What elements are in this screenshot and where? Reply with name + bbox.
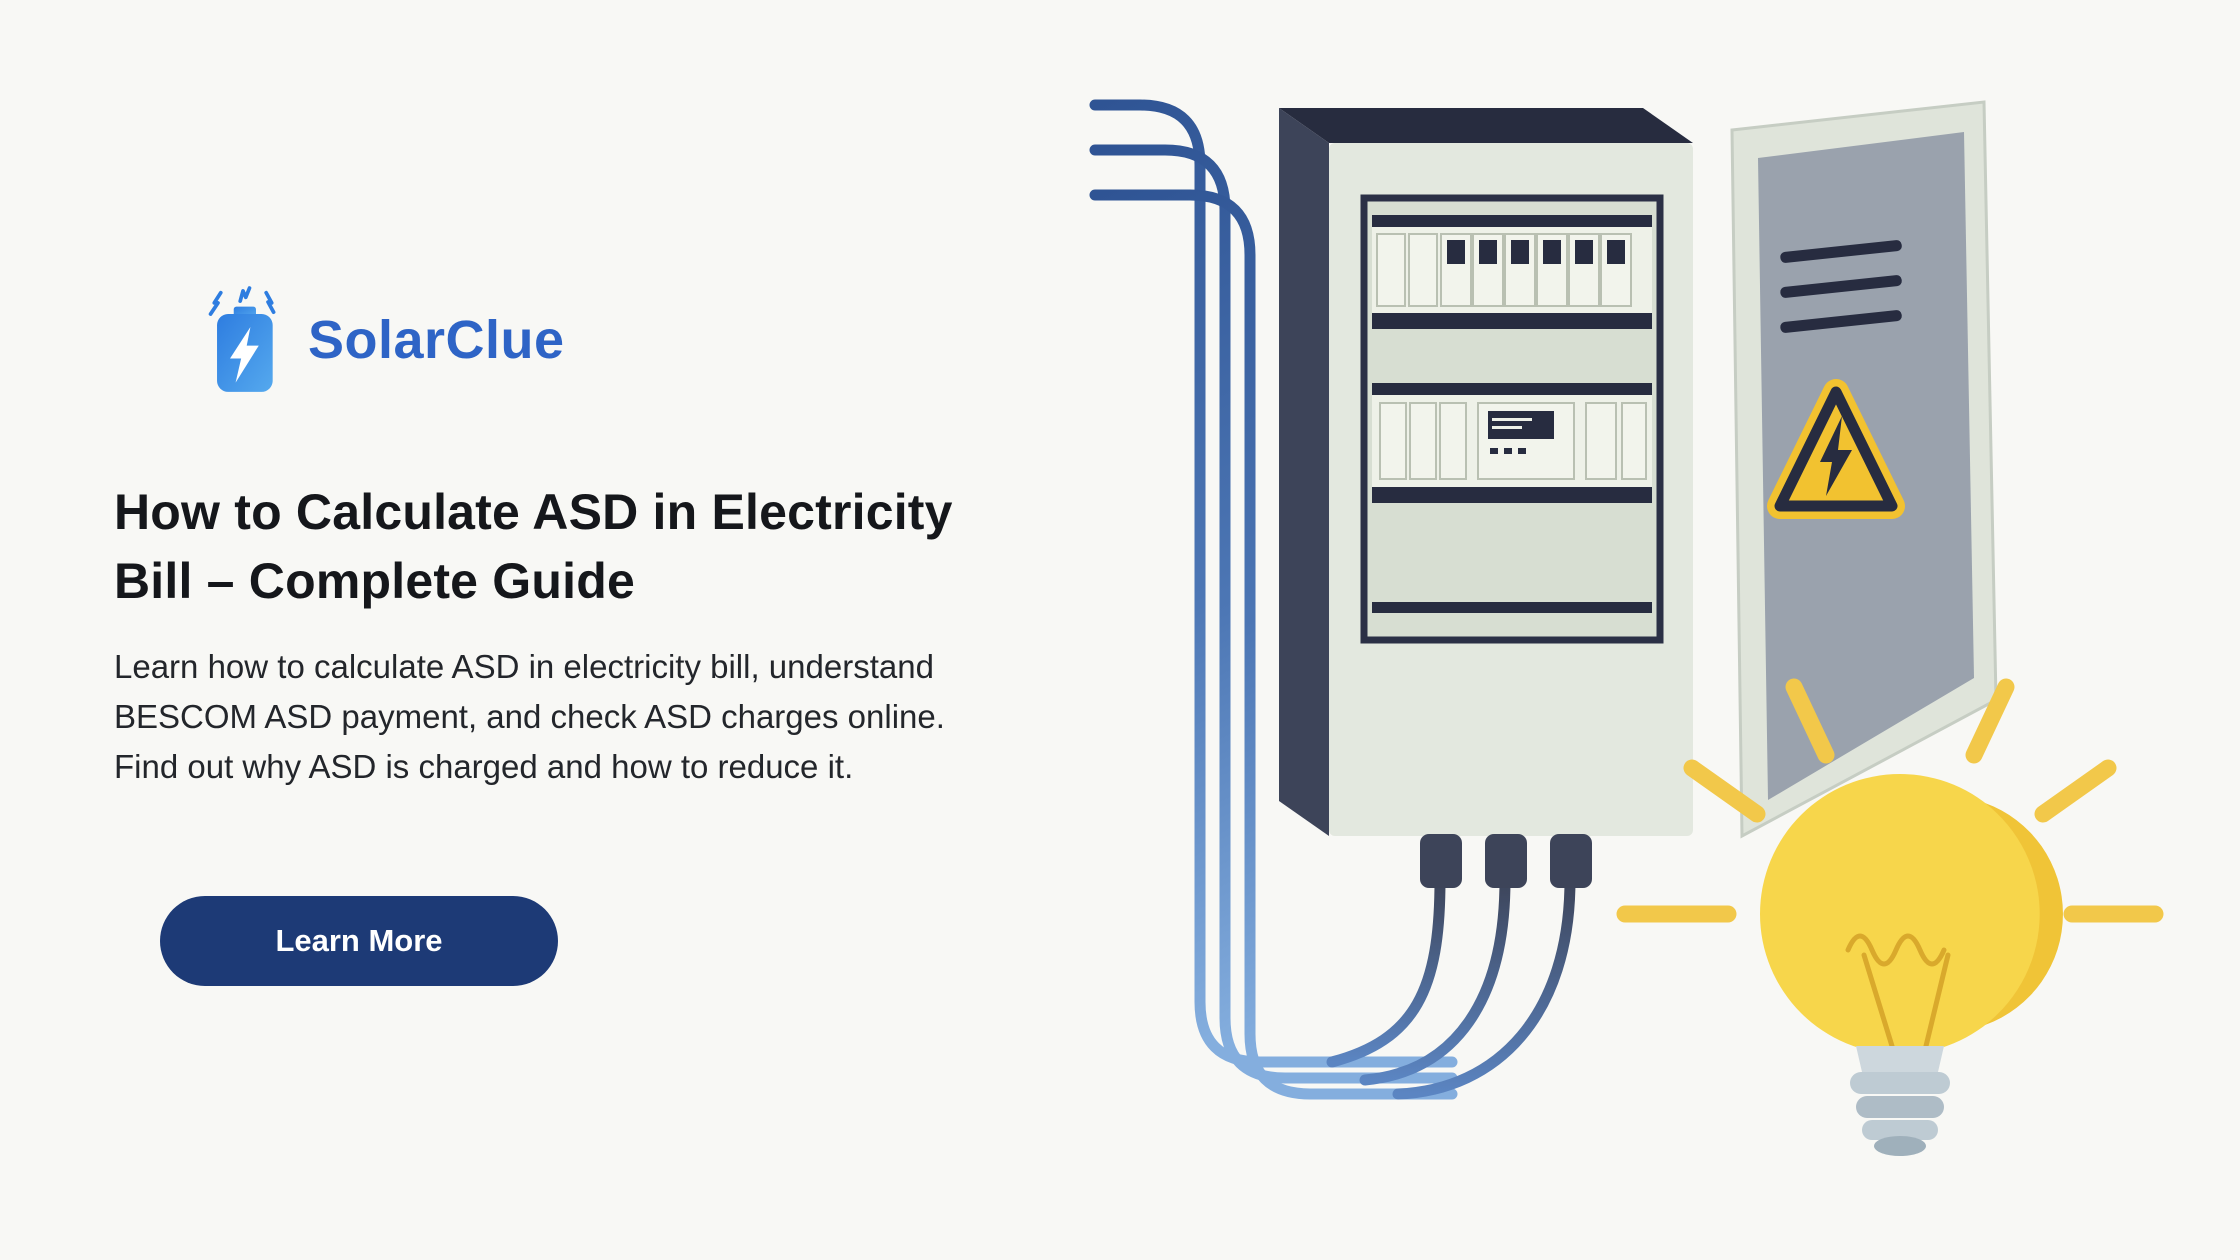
- warning-triangle-icon: [1767, 379, 1905, 519]
- outgoing-wires: [1326, 874, 1576, 1100]
- circuit-breakers-row: [1372, 215, 1652, 329]
- open-door: [1730, 100, 1998, 839]
- electrical-panel-illustration: [1089, 99, 2164, 1156]
- hero-description: Learn how to calculate ASD in electricit…: [114, 648, 945, 786]
- box-top-face: [1279, 108, 1693, 143]
- energy-meter: [1477, 402, 1575, 480]
- bulb-rays: [1616, 678, 2164, 923]
- box-lower-bar: [1372, 602, 1652, 613]
- learn-more-button[interactable]: Learn More: [160, 896, 558, 986]
- distribution-box: [1279, 108, 1693, 888]
- bulb-filament: [1845, 933, 1951, 1049]
- brand-logo: SolarClue: [192, 284, 565, 396]
- bulb-base: [1850, 1046, 1950, 1156]
- title-line-2: Bill – Complete Guide: [114, 553, 635, 609]
- box-side-face: [1279, 108, 1329, 836]
- energy-meter-row: [1372, 383, 1652, 503]
- incoming-wires: [1089, 99, 1458, 1100]
- cable-glands: [1420, 834, 1592, 888]
- lightning-bolt-icon: [1820, 416, 1852, 496]
- page-title: How to Calculate ASD in Electricity Bill…: [114, 478, 1114, 616]
- battery-lightning-icon: [208, 286, 276, 392]
- title-line-1: How to Calculate ASD in Electricity: [114, 484, 953, 540]
- brand-name: SolarClue: [308, 310, 565, 370]
- light-bulb-icon: [1616, 678, 2164, 1156]
- door-vent-bars: [1780, 240, 1902, 333]
